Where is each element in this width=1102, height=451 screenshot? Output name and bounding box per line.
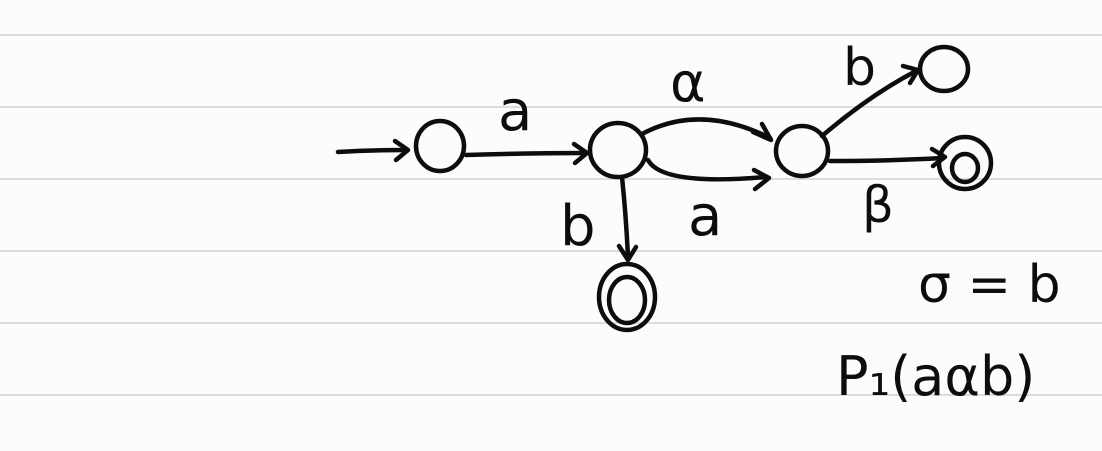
state-accept-right bbox=[936, 134, 994, 192]
edge-start-to-s1 bbox=[463, 141, 590, 166]
label-s2-to-upper: b bbox=[843, 38, 876, 98]
state-upper-right bbox=[917, 44, 971, 94]
note-equation: σ = b bbox=[918, 255, 1061, 315]
edge-s1-to-accept bbox=[616, 174, 639, 263]
note-expression: P₁(aαb) bbox=[836, 345, 1035, 408]
ruled-lines bbox=[0, 34, 1102, 396]
state-accept-bottom bbox=[596, 261, 658, 333]
state-s2 bbox=[773, 123, 831, 179]
label-s2-to-accept: β bbox=[862, 176, 894, 234]
edge-s1-to-s2-upper bbox=[639, 117, 774, 143]
label-start-to-s1: a bbox=[498, 79, 532, 144]
start-arrow bbox=[335, 138, 411, 163]
label-s1-to-s2-lower: a bbox=[688, 184, 722, 249]
state-s1 bbox=[587, 120, 649, 180]
label-s1-to-accept: b bbox=[560, 194, 596, 259]
state-start bbox=[413, 118, 467, 174]
label-s1-to-s2-upper: α bbox=[670, 51, 706, 114]
edge-s2-to-accept bbox=[827, 146, 948, 169]
edge-s1-to-s2-lower bbox=[645, 157, 772, 192]
